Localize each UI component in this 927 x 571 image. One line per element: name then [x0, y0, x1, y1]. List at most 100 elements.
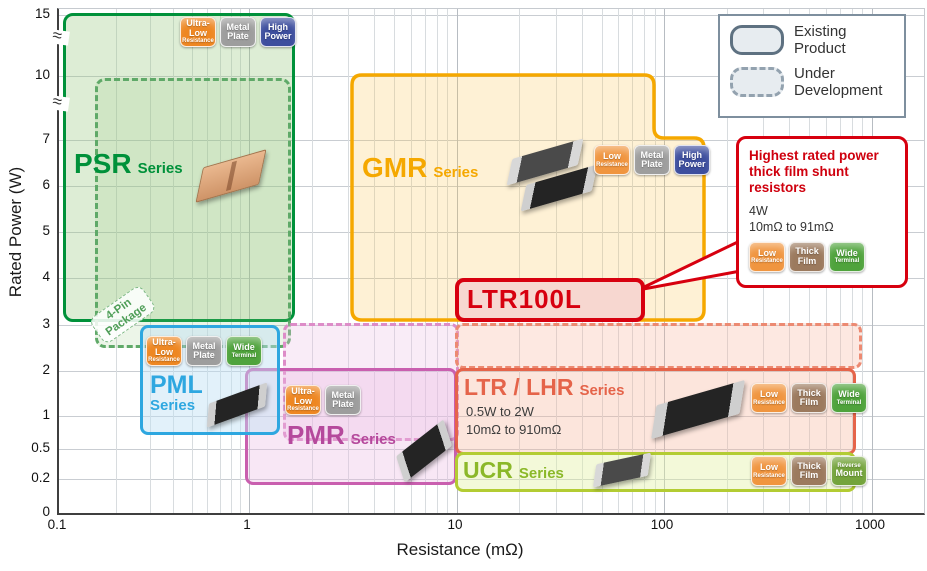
- v-gridline-minor: [206, 9, 208, 513]
- h-gridline: [59, 371, 924, 372]
- pml-series-word: Series: [150, 397, 196, 415]
- existing-label-line2: Product: [794, 40, 846, 58]
- ltr-lhr-under-development-region: [455, 323, 862, 369]
- v-gridline-minor: [374, 9, 376, 513]
- y-tick-label: 7: [42, 131, 50, 146]
- callout-range: 10mΩ to 91mΩ: [749, 219, 834, 234]
- v-gridline-minor: [581, 9, 583, 513]
- pml-series-name: PML: [150, 371, 203, 399]
- y-axis-break-upper: ≈: [44, 25, 70, 46]
- v-gridline-minor: [149, 9, 151, 513]
- ltr100l-region: [455, 278, 645, 322]
- v-gridline-minor: [173, 9, 175, 513]
- psr-series-title: PSR Series: [74, 148, 183, 180]
- y-tick-label: 5: [42, 223, 50, 238]
- legend: Existing Product Under Development: [718, 14, 906, 118]
- x-tick-label: 100: [650, 517, 674, 532]
- h-gridline: [59, 140, 924, 141]
- v-gridline-minor: [311, 9, 313, 513]
- x-tick-label: 0.1: [47, 517, 67, 532]
- existing-product-swatch: [730, 25, 784, 56]
- v-gridline-minor: [410, 9, 412, 513]
- v-gridline-minor: [436, 9, 438, 513]
- psr-series-word: Series: [137, 160, 183, 177]
- callout-power: 4W: [749, 203, 768, 218]
- under-label-line1: Under: [794, 64, 835, 82]
- legend-existing-row: Existing Product: [730, 23, 894, 58]
- ucr-series-region: [455, 452, 856, 492]
- v-gridline-minor: [601, 9, 603, 513]
- y-tick-label: 10: [34, 67, 50, 82]
- y-tick-label: 1: [42, 407, 50, 422]
- x-axis-title: Resistance (mΩ): [396, 540, 524, 559]
- ltr-lhr-series-word: Series: [579, 382, 625, 399]
- ltr-lhr-series-name: LTR / LHR: [464, 374, 574, 400]
- v-gridline-minor: [240, 9, 242, 513]
- v-gridline-minor: [230, 9, 232, 513]
- y-tick-label: 2: [42, 362, 50, 377]
- existing-label-line1: Existing: [794, 23, 847, 40]
- h-gridline: [59, 449, 924, 450]
- v-gridline-minor: [618, 9, 620, 513]
- h-gridline: [59, 15, 924, 16]
- ltr-lhr-resistance-range: 10mΩ to 910mΩ: [466, 422, 562, 437]
- ucr-series-word: Series: [518, 465, 564, 482]
- v-gridline-minor: [348, 9, 350, 513]
- v-gridline-minor: [116, 9, 118, 513]
- v-gridline-minor: [424, 9, 426, 513]
- x-tick-label: 10: [447, 517, 463, 532]
- v-gridline-major: [664, 9, 665, 513]
- ltr100l-label: LTR100L: [467, 284, 582, 314]
- x-tick-label: 1000: [854, 517, 886, 532]
- y-axis-break-lower: ≈: [44, 91, 70, 112]
- ltr100l-callout: Highest rated power thick film shunt res…: [736, 136, 908, 288]
- v-gridline-minor: [191, 9, 193, 513]
- callout-pointer: [637, 235, 748, 292]
- v-gridline-minor: [394, 9, 396, 513]
- pmr-series-name: PMR: [287, 420, 345, 450]
- y-tick-label: 15: [34, 6, 50, 21]
- pmr-series-word: Series: [350, 431, 396, 448]
- v-gridline-major: [457, 9, 458, 513]
- h-gridline: [59, 479, 924, 480]
- y-tick-label: 0.2: [31, 470, 50, 485]
- y-tick-label: 3: [42, 316, 50, 331]
- x-tick-label: 1: [243, 517, 251, 532]
- v-gridline-major: [249, 9, 250, 513]
- gmr-series-word: Series: [433, 164, 479, 181]
- v-gridline-minor: [643, 9, 645, 513]
- existing-product-label: Existing Product: [794, 23, 847, 58]
- v-gridline-minor: [219, 9, 221, 513]
- ltr-lhr-power-range: 0.5W to 2W: [466, 404, 534, 419]
- under-development-swatch: [730, 66, 784, 97]
- ucr-series-name: UCR: [463, 457, 513, 483]
- psr-series-region: [63, 13, 295, 322]
- under-label-line2: Development: [794, 81, 883, 99]
- v-gridline-minor: [555, 9, 557, 513]
- y-tick-label: 4: [42, 269, 50, 284]
- callout-title: Highest rated power thick film shunt res…: [749, 148, 879, 196]
